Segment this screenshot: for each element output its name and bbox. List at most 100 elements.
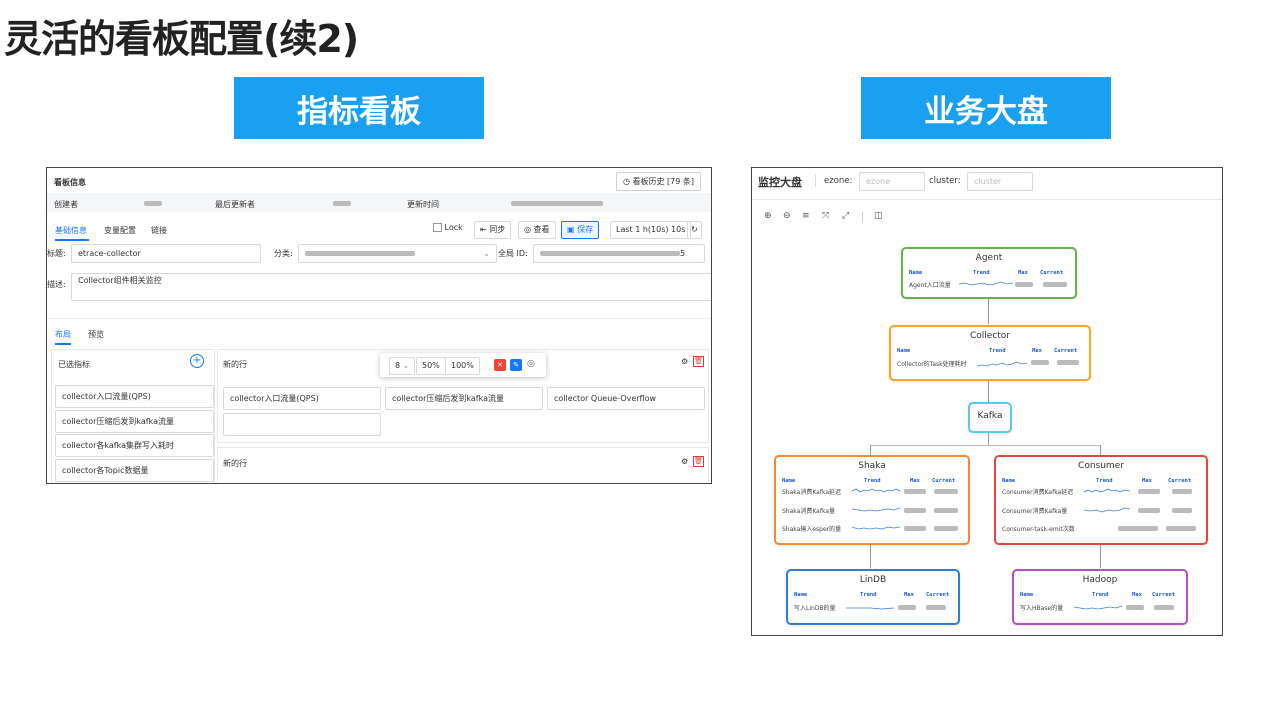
trend-sparkline [846, 607, 894, 610]
tab-layout[interactable]: 布局 [55, 330, 71, 339]
col-header: Max [1132, 592, 1142, 598]
max-value [904, 526, 926, 531]
node-title: LinDB [859, 575, 887, 585]
eye-icon[interactable]: ◎ [527, 359, 535, 369]
row-cell[interactable]: collector入口流量(QPS) [223, 387, 381, 410]
trend-sparkline [852, 526, 900, 530]
row-cell[interactable]: collector压缩后发到kafka流量 [385, 387, 543, 410]
current-value [1172, 508, 1192, 513]
col-header: Trend [1092, 592, 1109, 598]
width-50-button[interactable]: 50% [416, 357, 446, 375]
max-value [904, 489, 926, 494]
max-value [1031, 360, 1049, 365]
metric-item[interactable]: collector各Topic数据量 [55, 459, 214, 482]
trend-sparkline [959, 281, 1013, 286]
node-shaka[interactable]: Shaka Name Trend Max Current Shaka消费Kafk… [774, 455, 970, 545]
divider [815, 174, 816, 187]
add-metric-icon[interactable]: + [190, 354, 204, 368]
history-button[interactable]: ◷ 看板历史 [79 条] [615, 172, 701, 191]
lock-toggle[interactable]: Lock [433, 223, 463, 232]
metric-row: 写入LinDB的量 [794, 605, 836, 612]
trend-sparkline [1074, 605, 1122, 610]
banner-metric-board: 指标看板 [234, 77, 484, 139]
node-title: Kafka [977, 411, 1003, 421]
desc-textarea[interactable]: Collector组件相关监控 [71, 273, 711, 301]
clock-icon: ◷ [622, 177, 630, 186]
gear-icon[interactable]: ⚙ [681, 457, 689, 466]
current-value [1166, 526, 1196, 531]
col-header: Current [1168, 478, 1192, 484]
tab-variables[interactable]: 变量配置 [104, 226, 136, 235]
selected-metrics-title: 已选指标 [58, 360, 90, 369]
node-collector[interactable]: Collector Name Trend Max Current Collect… [889, 325, 1091, 381]
business-board-screenshot: 监控大盘 ezone: ezone cluster: cluster ⊕ ⊖ ≡… [751, 167, 1223, 636]
current-value [1154, 605, 1174, 610]
save-icon: ▣ [567, 225, 575, 234]
node-title: Hadoop [1082, 575, 1118, 585]
refresh-icon: ↻ [691, 225, 698, 234]
col-header: Trend [973, 270, 990, 276]
last-updater-value [333, 201, 351, 206]
metric-row: Agent入口流量 [909, 282, 951, 289]
delete-row-icon[interactable]: 🗑 [693, 356, 704, 367]
zoom-out-icon[interactable]: ⊖ [783, 211, 791, 221]
delete-row-icon[interactable]: 🗑 [693, 456, 704, 467]
col-header: Trend [989, 348, 1006, 354]
save-button[interactable]: ▣ 保存 [561, 221, 600, 239]
node-consumer[interactable]: Consumer Name Trend Max Current Consumer… [994, 455, 1208, 545]
row-cell-empty[interactable] [223, 413, 381, 436]
current-value [1057, 360, 1079, 365]
panel-icon[interactable]: ◫ [874, 211, 883, 221]
metric-row: Collector的Task处理耗时 [897, 361, 967, 368]
fullscreen-icon[interactable]: ⤢ [842, 211, 850, 221]
eye-icon: ◎ [524, 225, 531, 234]
edge [988, 281, 989, 324]
col-header: Name [909, 270, 923, 276]
creator-label: 创建者 [54, 200, 78, 209]
col-header: Max [1142, 478, 1152, 484]
selected-metrics-panel [51, 349, 215, 483]
span-select[interactable]: 8 ⌄ [389, 357, 416, 375]
time-range-picker[interactable]: Last 1 h(10s) 10s [610, 221, 692, 239]
divider [862, 212, 863, 222]
metric-item[interactable]: collector入口流量(QPS) [55, 385, 214, 408]
node-lindb[interactable]: LinDB Name Trend Max Current 写入LinDB的量 [786, 569, 960, 625]
fit-view-icon[interactable]: ⤧ [822, 211, 830, 221]
divider [752, 199, 1222, 200]
node-kafka[interactable]: Kafka [968, 402, 1012, 433]
col-header: Current [926, 592, 950, 598]
view-button[interactable]: ◎ 查看 [518, 221, 556, 239]
node-agent[interactable]: Agent Name Trend Max Current Agent入口流量 [901, 247, 1077, 299]
edge [988, 433, 989, 445]
col-header: Current [932, 478, 956, 484]
category-select[interactable]: ⌄ [298, 244, 497, 263]
align-icon[interactable]: ≡ [802, 211, 810, 221]
node-hadoop[interactable]: Hadoop Name Trend Max Current 写入HBase的量 [1012, 569, 1188, 625]
metric-row: Shaka消费Kafka量 [782, 508, 835, 515]
tab-underline [55, 239, 89, 241]
ezone-input[interactable]: ezone [859, 172, 925, 191]
title-input[interactable]: etrace-collector [71, 244, 261, 263]
delete-icon[interactable]: ✕ [494, 359, 506, 371]
metric-item[interactable]: collector压缩后发到kafka流量 [55, 410, 214, 433]
max-value [904, 508, 926, 513]
col-header: Name [1002, 478, 1016, 484]
trend-sparkline [852, 507, 900, 512]
col-header: Max [1018, 270, 1028, 276]
sync-button[interactable]: ⇤ 同步 [474, 221, 512, 239]
edge [1100, 445, 1101, 455]
metric-item[interactable]: collector各kafka集群写入耗时 [55, 434, 214, 457]
global-id-input[interactable]: 5 [533, 244, 705, 263]
metric-row: Consumer消费Kafka延迟 [1002, 489, 1074, 496]
trend-sparkline [852, 488, 900, 493]
width-100-button[interactable]: 100% [445, 357, 480, 375]
zoom-in-icon[interactable]: ⊕ [764, 211, 772, 221]
refresh-button[interactable]: ↻ [687, 221, 702, 239]
tab-links[interactable]: 链接 [151, 226, 167, 235]
edit-icon[interactable]: ✎ [510, 359, 522, 371]
tab-preview[interactable]: 预览 [88, 330, 104, 339]
tab-basic-info[interactable]: 基础信息 [55, 226, 87, 235]
gear-icon[interactable]: ⚙ [681, 357, 689, 366]
row-cell[interactable]: collector Queue-Overflow [547, 387, 705, 410]
cluster-input[interactable]: cluster [967, 172, 1033, 191]
